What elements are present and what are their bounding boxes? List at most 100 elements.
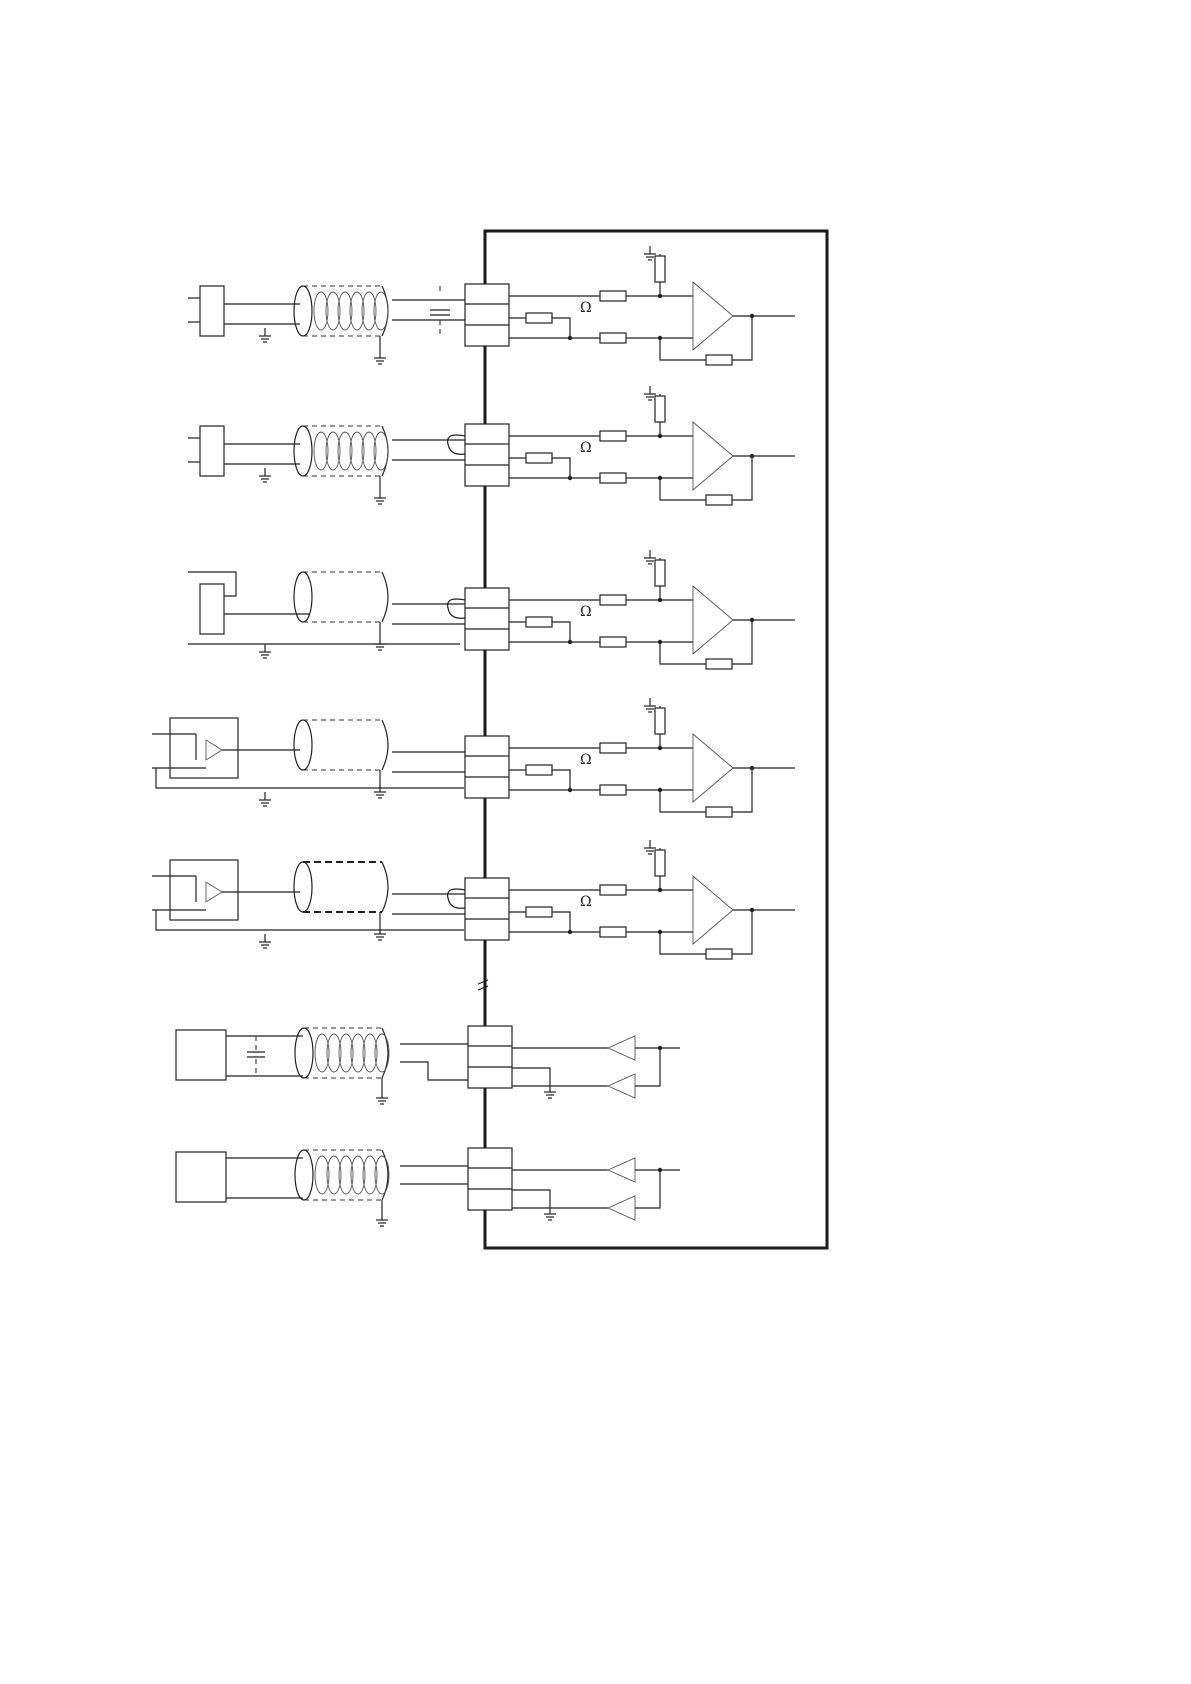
wire <box>660 478 706 500</box>
ground-symbol <box>259 328 271 342</box>
resistor <box>526 453 552 463</box>
cable-end-left <box>295 1028 313 1078</box>
terminal-block <box>465 878 509 940</box>
amplifier-housing <box>170 718 238 778</box>
resistor <box>655 396 665 422</box>
resistor <box>655 560 665 586</box>
ground-symbol <box>644 386 656 400</box>
wire <box>552 622 570 642</box>
sensor-box <box>200 426 224 476</box>
cable-end-left <box>294 286 312 336</box>
op-amp <box>693 734 733 802</box>
module-enclosure <box>485 231 827 1248</box>
wire <box>732 456 752 500</box>
digital-channels <box>176 1026 680 1226</box>
resistor <box>706 495 732 505</box>
wire <box>732 768 752 812</box>
cable-end-right <box>382 720 388 770</box>
resistor <box>600 333 626 343</box>
resistor <box>706 659 732 669</box>
resistor <box>655 850 665 876</box>
cable-end-right <box>382 572 388 622</box>
terminal-block <box>468 1148 512 1210</box>
wire <box>552 318 570 338</box>
wire <box>635 1048 660 1086</box>
wire <box>635 1170 660 1208</box>
terminal-body <box>468 1026 512 1088</box>
terminal-block <box>465 736 509 798</box>
ground-symbol <box>644 246 656 260</box>
ground-symbol <box>376 1212 388 1226</box>
resistor <box>526 907 552 917</box>
line-receiver <box>608 1196 635 1220</box>
terminal-block <box>465 284 509 346</box>
resistor <box>655 708 665 734</box>
ground-symbol <box>644 550 656 564</box>
sensor-box <box>200 584 224 634</box>
analog-channel-2: Ω <box>188 386 795 505</box>
resistor <box>600 927 626 937</box>
resistor <box>526 313 552 323</box>
op-amp <box>693 876 733 944</box>
wire <box>660 642 706 664</box>
cable-end-left <box>294 720 312 770</box>
cable-end-left <box>294 862 312 912</box>
terminal-block <box>465 424 509 486</box>
analog-channel-1: Ω <box>188 246 795 365</box>
wire <box>552 770 570 790</box>
sensor-box <box>176 1152 226 1202</box>
ground-symbol <box>374 926 386 940</box>
cable-end-right <box>382 862 388 912</box>
ground-symbol <box>374 636 386 650</box>
digital-channel-2 <box>176 1148 680 1226</box>
wire <box>732 620 752 664</box>
cable-end-left <box>294 426 312 476</box>
resistor <box>600 595 626 605</box>
resistor <box>600 637 626 647</box>
analog-channels: Ω Ω Ω Ω Ω <box>152 246 795 959</box>
resistor <box>706 949 732 959</box>
wire <box>732 316 752 360</box>
terminal-body <box>465 736 509 798</box>
op-amp <box>693 422 733 490</box>
ground-symbol <box>374 350 386 364</box>
shielded-cable <box>294 720 388 770</box>
resistor <box>600 743 626 753</box>
terminal-block <box>465 588 509 650</box>
analog-channel-3: Ω <box>188 550 795 669</box>
ground-symbol <box>259 792 271 806</box>
line-receiver <box>608 1074 635 1098</box>
shielded-cable <box>294 862 388 912</box>
resistor <box>600 785 626 795</box>
resistor <box>526 765 552 775</box>
wire <box>732 910 752 954</box>
wire <box>660 932 706 954</box>
ground-symbol <box>374 490 386 504</box>
sensor-box <box>200 286 224 336</box>
shielded-cable <box>294 286 388 336</box>
digital-channel-1 <box>176 1026 680 1104</box>
op-amp <box>693 586 733 654</box>
ground-symbol <box>376 1090 388 1104</box>
wire <box>552 912 570 932</box>
omega-label: Ω <box>580 300 592 316</box>
line-receiver <box>608 1036 635 1060</box>
wire <box>660 790 706 812</box>
jumper-loop <box>448 599 465 618</box>
ground-symbol <box>259 468 271 482</box>
resistor <box>600 885 626 895</box>
omega-label: Ω <box>580 894 592 910</box>
jumper-loop <box>448 889 465 908</box>
resistor <box>600 431 626 441</box>
analog-channel-4: Ω <box>152 698 795 817</box>
resistor <box>600 291 626 301</box>
amplifier-housing <box>170 860 238 920</box>
terminal-body <box>465 588 509 650</box>
cable-end-left <box>295 1150 313 1200</box>
wire <box>400 1062 468 1080</box>
wire <box>512 1068 550 1084</box>
analog-channel-5: Ω <box>152 840 795 959</box>
omega-label: Ω <box>580 604 592 620</box>
sensor-box <box>176 1030 226 1080</box>
